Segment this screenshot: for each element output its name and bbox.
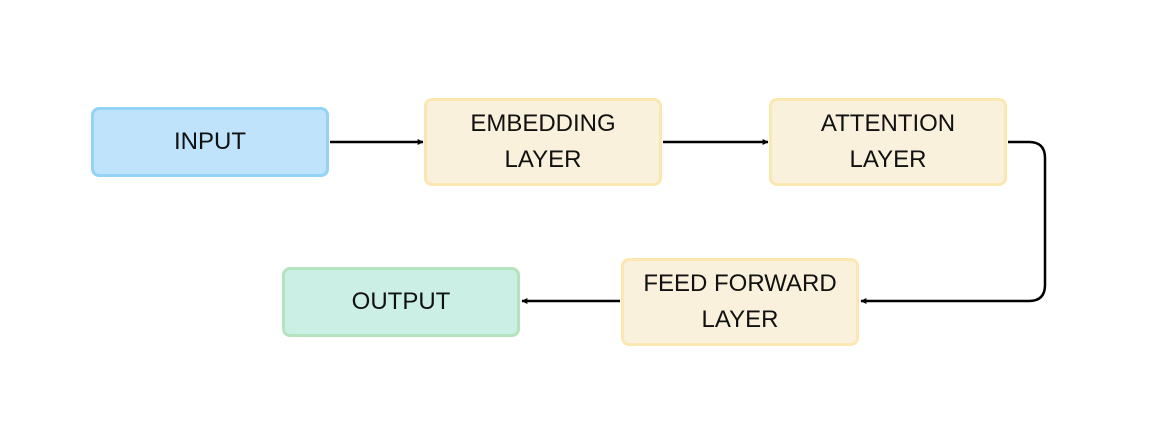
node-feed-forward-layer: FEED FORWARD LAYER	[621, 258, 859, 346]
node-feed-forward-layer-label: FEED FORWARD LAYER	[643, 270, 837, 333]
edge-attention-to-feed-forward	[860, 140, 1047, 304]
node-embedding-layer: EMBEDDING LAYER	[424, 98, 662, 186]
node-input: INPUT	[91, 107, 329, 177]
node-input-label: INPUT	[174, 128, 246, 155]
node-attention-layer: ATTENTION LAYER	[769, 98, 1007, 186]
node-attention-layer-label: ATTENTION LAYER	[820, 110, 956, 173]
node-embedding-layer-label: EMBEDDING LAYER	[470, 110, 616, 173]
node-output: OUTPUT	[282, 267, 520, 337]
node-output-label: OUTPUT	[351, 288, 451, 315]
